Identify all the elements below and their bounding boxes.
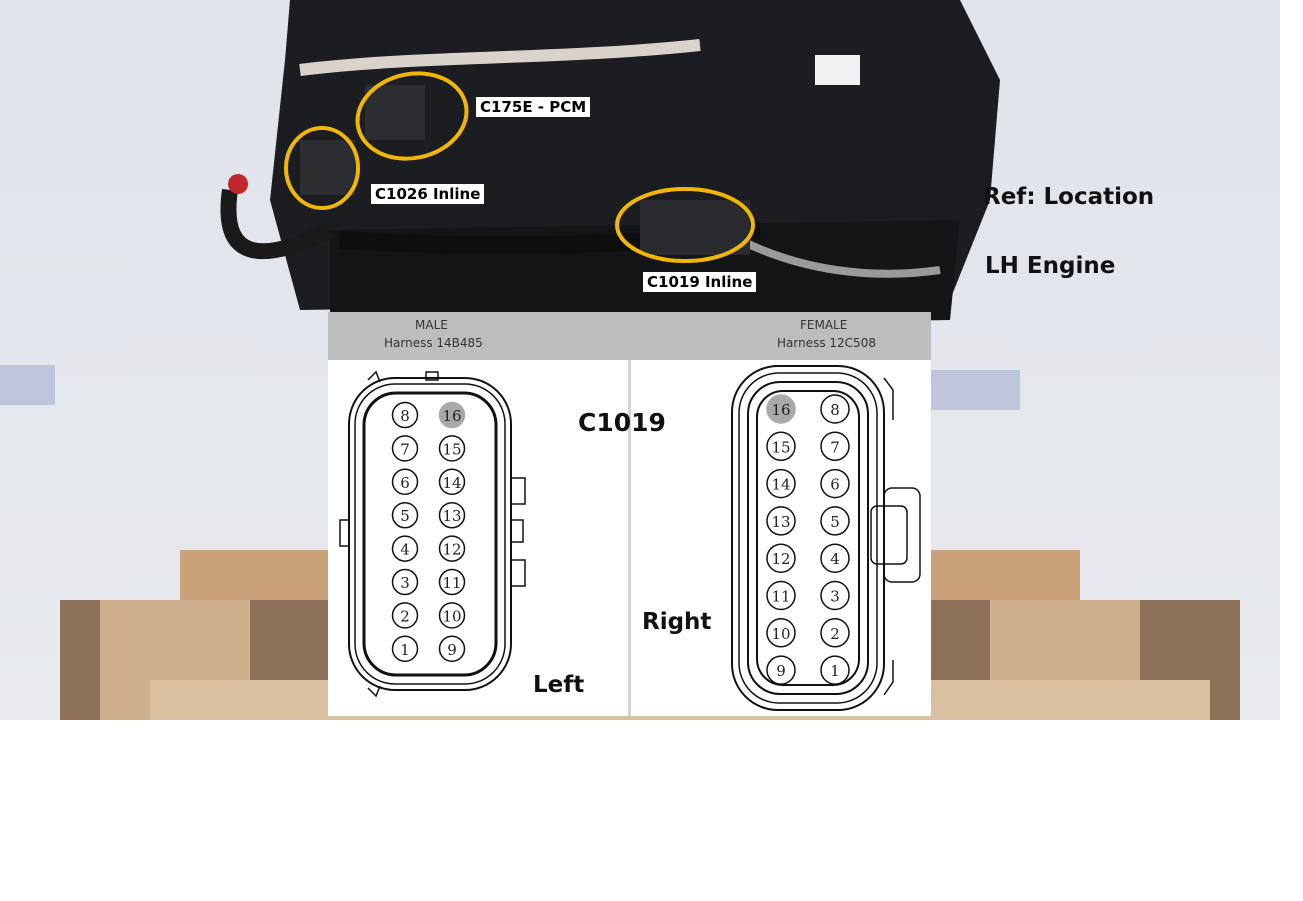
male-pin-label: 1: [400, 641, 410, 659]
female-pin-label: 15: [771, 438, 790, 456]
female-pin-7: [820, 431, 850, 462]
callout-label-c175e: C175E - PCM: [476, 97, 591, 117]
male-pin-16: [438, 401, 466, 429]
panel-divider: [628, 360, 631, 716]
connector-id-label: C1019: [578, 408, 666, 437]
female-pin-label: 14: [771, 476, 790, 494]
female-pin-label: 11: [771, 588, 790, 606]
callout-label-c1026: C1026 Inline: [371, 184, 485, 204]
male-harness: Harness 14B485: [384, 336, 483, 350]
male-pin-6: [391, 468, 419, 496]
male-pin-label: 7: [400, 440, 410, 458]
male-pin-1: [391, 635, 419, 663]
female-pin-2: [820, 618, 850, 648]
male-pin-label: 14: [442, 474, 461, 492]
male-title: MALE: [415, 318, 448, 332]
female-pin-label: 6: [830, 476, 840, 494]
male-pin-8: [391, 401, 419, 429]
female-pin-3: [820, 580, 850, 611]
male-pin-label: 9: [447, 641, 457, 659]
male-pin-label: 4: [400, 541, 410, 559]
male-pin-14: [438, 468, 466, 496]
female-title: FEMALE: [800, 318, 848, 332]
male-pin-7: [391, 435, 419, 462]
male-pin-9: [438, 635, 466, 663]
male-pin-label: 3: [400, 574, 410, 592]
female-side-label: Right: [642, 609, 712, 635]
male-pin-12: [438, 535, 466, 562]
male-connector-diagram: 8 7 6 5 4 3 2 1 16 15 14 13 12 11 10 9: [339, 370, 526, 698]
male-pin-label: 6: [400, 474, 410, 492]
male-pin-label: 8: [400, 407, 410, 425]
female-pin-label: 5: [830, 513, 840, 531]
male-pin-label: 10: [442, 607, 461, 625]
female-pin-label: 8: [830, 401, 840, 419]
female-connector-diagram: 16 15 14 13 12 11 10 9 8 7 6 5 4 3 2 1: [731, 365, 921, 711]
female-pin-15: [766, 431, 796, 462]
male-side-label: Left: [533, 672, 585, 698]
male-pin-2: [391, 602, 419, 629]
male-pin-label: 16: [442, 407, 461, 425]
female-pin-10: [766, 618, 796, 648]
female-pin-label: 16: [771, 401, 790, 419]
male-pin-label: 15: [442, 440, 461, 458]
male-pin-15: [438, 435, 466, 462]
ref-location-label: Ref: Location: [983, 184, 1155, 210]
male-pin-4: [391, 535, 419, 562]
male-pin-13: [438, 501, 466, 529]
female-pin-1: [820, 655, 850, 685]
female-pin-label: 1: [830, 662, 840, 680]
male-pin-5: [391, 501, 419, 529]
female-pin-5: [820, 506, 850, 536]
female-pin-14: [766, 468, 796, 499]
female-pin-13: [766, 506, 796, 536]
female-pin-16: [766, 394, 796, 424]
pinout-header: MALE Harness 14B485 FEMALE Harness 12C50…: [328, 312, 931, 360]
female-pin-label: 2: [830, 625, 840, 643]
connector-pinout-panel: MALE Harness 14B485 FEMALE Harness 12C50…: [328, 312, 931, 716]
male-pin-10: [438, 602, 466, 629]
male-pin-label: 2: [400, 607, 410, 625]
female-pin-label: 4: [830, 550, 840, 568]
female-pin-8: [820, 394, 850, 424]
ref-engine-side-label: LH Engine: [985, 253, 1116, 279]
female-pin-label: 7: [830, 438, 840, 456]
female-pin-6: [820, 468, 850, 499]
male-pin-3: [391, 568, 419, 596]
female-pin-label: 9: [776, 662, 786, 680]
male-pin-label: 13: [442, 507, 461, 525]
callout-label-c1019-inline: C1019 Inline: [643, 272, 757, 292]
female-harness: Harness 12C508: [777, 336, 876, 350]
female-pin-label: 13: [771, 513, 790, 531]
male-pin-11: [438, 568, 466, 596]
male-pin-label: 11: [442, 574, 461, 592]
male-pin-label: 5: [400, 507, 410, 525]
female-pin-label: 12: [771, 550, 790, 568]
male-pin-label: 12: [442, 541, 461, 559]
female-pin-12: [766, 543, 796, 573]
female-pin-9: [766, 655, 796, 685]
female-pin-11: [766, 580, 796, 611]
female-pin-label: 3: [830, 588, 840, 606]
female-pin-4: [820, 543, 850, 573]
female-pin-label: 10: [771, 625, 790, 643]
